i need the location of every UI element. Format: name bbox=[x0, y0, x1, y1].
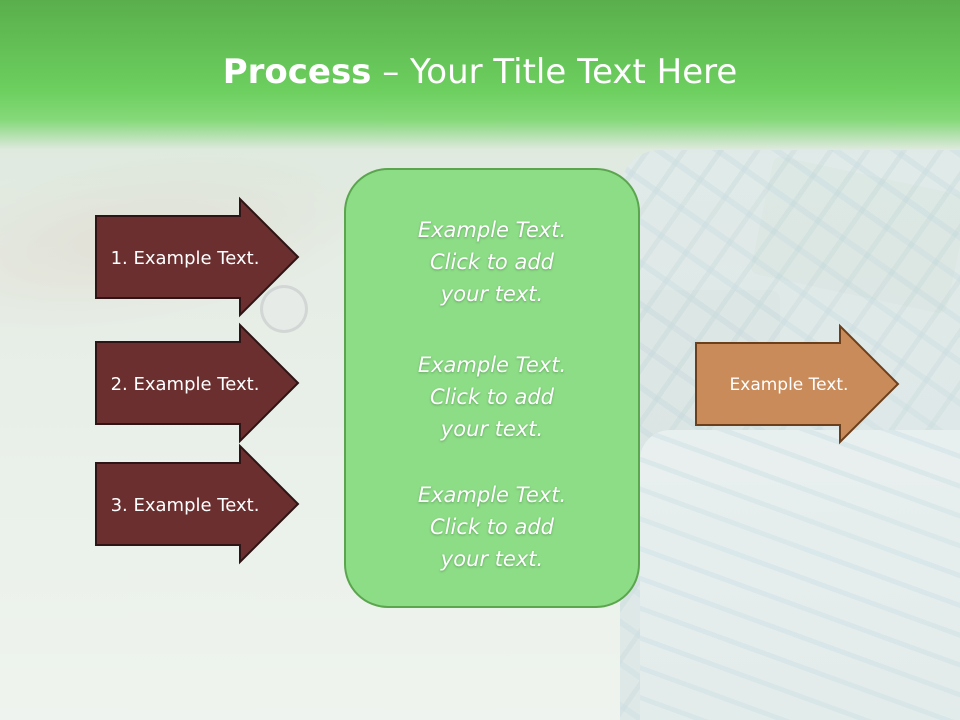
arrow-shape bbox=[95, 322, 300, 444]
title-rest: – Your Title Text Here bbox=[371, 52, 738, 92]
result-label: Example Text. bbox=[729, 375, 849, 395]
result-arrow[interactable]: Example Text. bbox=[694, 323, 900, 445]
title-bar: Process – Your Title Text Here bbox=[0, 0, 960, 150]
center-text-block-1: Example Text. Click to add your text. bbox=[417, 218, 567, 306]
step-label-1: 1. Example Text. bbox=[110, 247, 260, 269]
arrow-shape bbox=[695, 323, 900, 445]
step-arrow-3[interactable]: 3. Example Text. bbox=[94, 443, 300, 565]
step-arrow-1[interactable]: 1. Example Text. bbox=[94, 196, 300, 318]
center-text-box[interactable]: Example Text. Click to add your text. Ex… bbox=[344, 168, 640, 608]
step-label-2: 2. Example Text. bbox=[110, 373, 260, 395]
step-arrow-2[interactable]: 2. Example Text. bbox=[94, 322, 300, 444]
center-text-block-3: Example Text. Click to add your text. bbox=[417, 483, 567, 571]
title-bold: Process bbox=[222, 52, 372, 92]
step-label-3: 3. Example Text. bbox=[110, 494, 260, 516]
slide-title[interactable]: Process – Your Title Text Here bbox=[0, 52, 960, 92]
arrow-shape bbox=[95, 443, 300, 565]
center-text-block-2: Example Text. Click to add your text. bbox=[417, 353, 567, 441]
arrow-shape bbox=[95, 196, 300, 318]
